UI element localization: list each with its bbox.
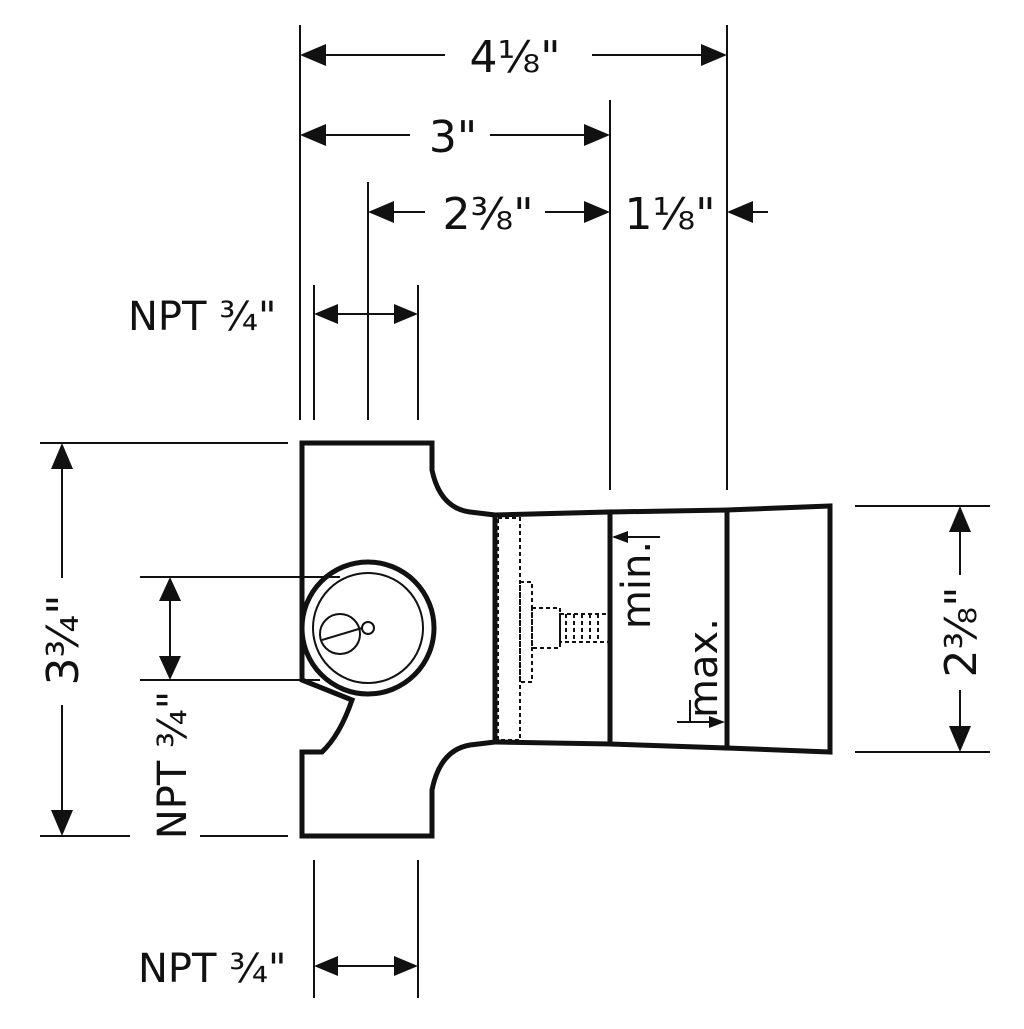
spout-section-1 <box>494 509 613 747</box>
max-label: max. <box>681 618 727 718</box>
dim-npt-side: NPT ¾" <box>150 577 196 839</box>
npt-bottom-label: NPT ¾" <box>138 946 286 992</box>
extension-lines <box>40 25 990 998</box>
npt-side-label: NPT ¾" <box>150 691 196 839</box>
outlet-height-label: 2⅜" <box>936 587 987 678</box>
stop-to-end-label: 1⅛" <box>625 189 716 240</box>
height-label: 3¾" <box>38 595 89 686</box>
cartridge-dotted-outline <box>497 517 521 741</box>
side-port-check-valve <box>319 613 361 655</box>
min-label: min. <box>614 541 660 629</box>
valve-body-outline <box>299 440 498 839</box>
min-marker: min. <box>612 531 660 629</box>
dim-npt-top: NPT ¾" <box>128 294 418 340</box>
body-to-stop-label: 3" <box>429 112 477 163</box>
overall-width-label: 4⅛" <box>470 32 561 83</box>
cartridge-spindle-dotted <box>531 607 561 649</box>
dim-overall-width: 4⅛" <box>300 32 727 83</box>
npt-top-label: NPT ¾" <box>128 294 276 340</box>
dim-outlet-height: 2⅜" <box>936 506 987 752</box>
cartridge-stem-dotted <box>519 581 533 683</box>
cartridge-thread-dotted <box>559 613 611 643</box>
dim-npt-bottom: NPT ¾" <box>138 946 418 992</box>
side-port-center-pin <box>361 621 375 635</box>
center-to-stop-label: 2⅜" <box>443 189 534 240</box>
side-port-flap <box>321 627 363 641</box>
dim-stop-to-end: 1⅛" <box>625 189 768 240</box>
spout-section-3 <box>724 503 833 755</box>
side-port-inner-ring <box>312 572 424 684</box>
dim-height: 3¾" <box>38 443 89 836</box>
dim-body-to-stop: 3" <box>300 112 610 163</box>
max-marker: max. <box>677 618 727 728</box>
valve-body <box>299 440 833 839</box>
dim-center-to-stop: 2⅜" <box>368 189 610 240</box>
side-port-outer-ring <box>299 559 437 697</box>
